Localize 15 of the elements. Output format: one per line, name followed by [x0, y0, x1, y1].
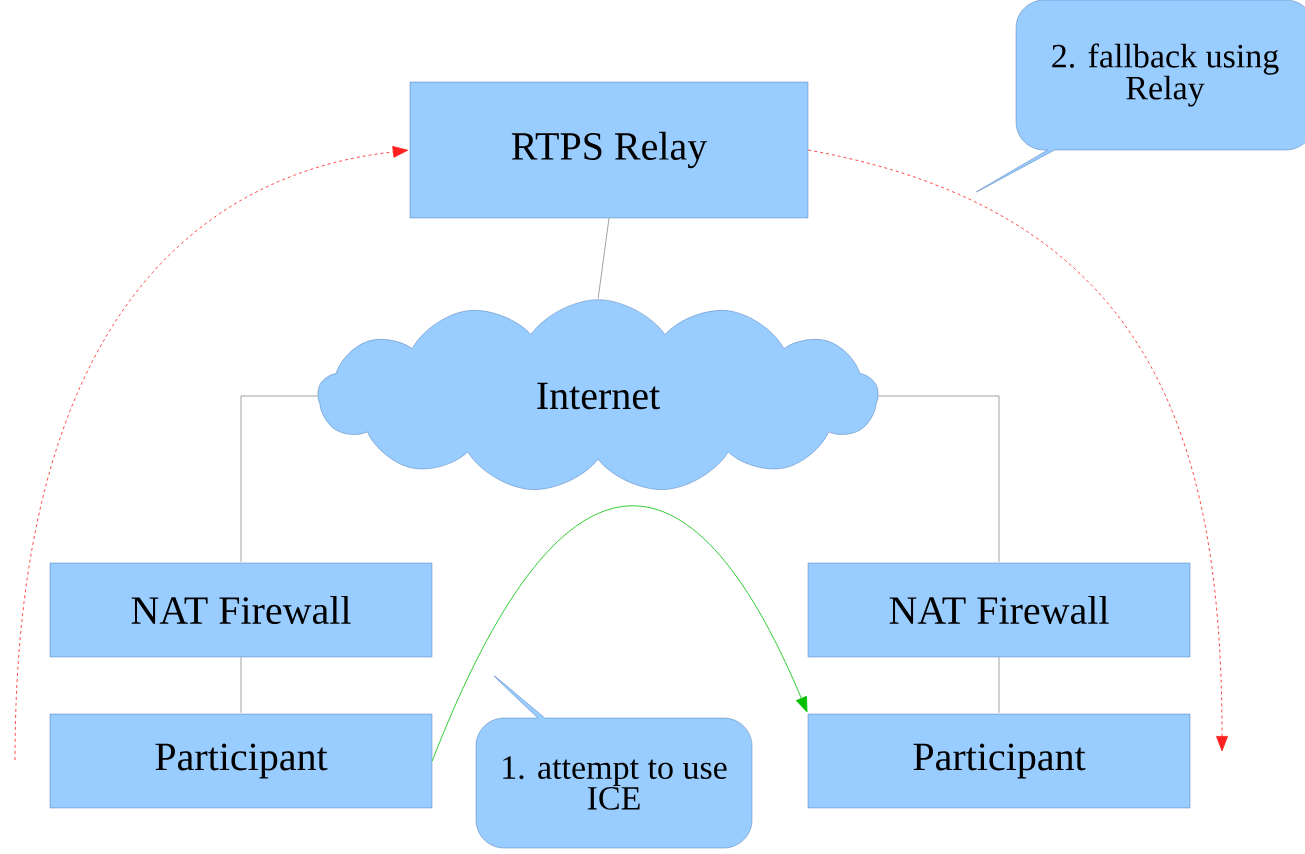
process-box: NAT Firewall: [807, 562, 1191, 658]
connector-line: [998, 656, 1000, 714]
connector-line: [597, 217, 610, 299]
speech-bubble: 2. fallback using Relay: [976, 0, 1305, 193]
speech-bubble: 1. attempt to use ICE: [475, 675, 753, 849]
arrow: [431, 506, 808, 762]
process-box: RTPS Relay: [409, 81, 809, 219]
arrow: [807, 149, 1228, 752]
connector-line: [878, 395, 1000, 563]
process-box: NAT Firewall: [49, 562, 433, 658]
process-box: Participant: [49, 713, 433, 809]
connector-line: [240, 395, 318, 563]
process-box: Participant: [807, 713, 1191, 809]
arrow: [14, 146, 409, 761]
connector-line: [240, 656, 242, 714]
